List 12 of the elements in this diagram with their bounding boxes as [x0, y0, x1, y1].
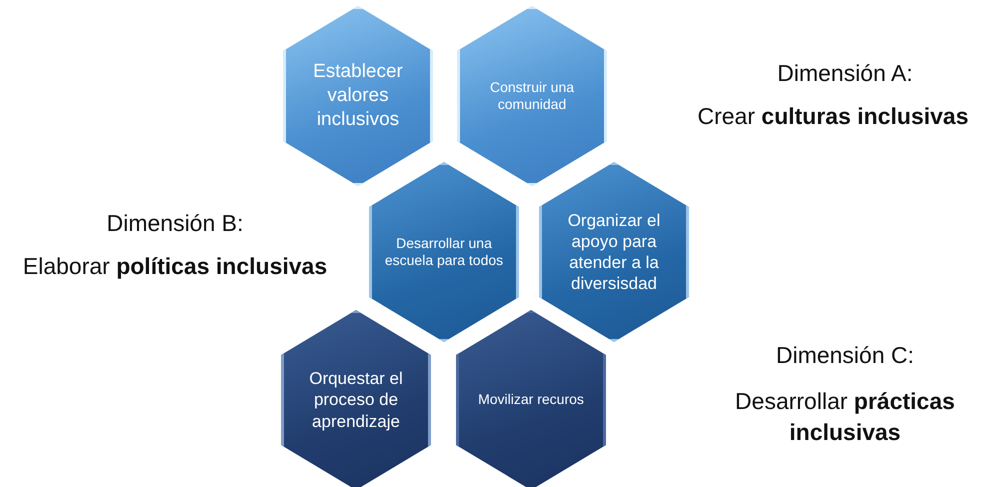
hexagon-label: Establecer valores inclusivos — [312, 60, 404, 132]
hexagon-label: Construir una comunidad — [488, 78, 576, 114]
dimension-description: Crear culturas inclusivas — [696, 102, 970, 131]
hexagon-label: Desarrollar una escuela para todos — [384, 234, 504, 270]
dimension-heading: Dimensión B: — [106, 209, 244, 238]
hexagon-label: Organizar el apoyo para atender a la diversisdad — [566, 210, 662, 294]
hexagon-label: Orquestar el proceso de aprendizaje — [308, 368, 404, 432]
dimension-heading: Dimensión A: — [776, 59, 914, 88]
dimension-description: Desarrollar prácticas inclusivas — [734, 387, 956, 448]
dimension-description: Elaborar políticas inclusivas — [22, 252, 328, 281]
dimension-heading: Dimensión C: — [774, 341, 916, 370]
hexagon-label: Movilizar recuros — [477, 391, 585, 409]
